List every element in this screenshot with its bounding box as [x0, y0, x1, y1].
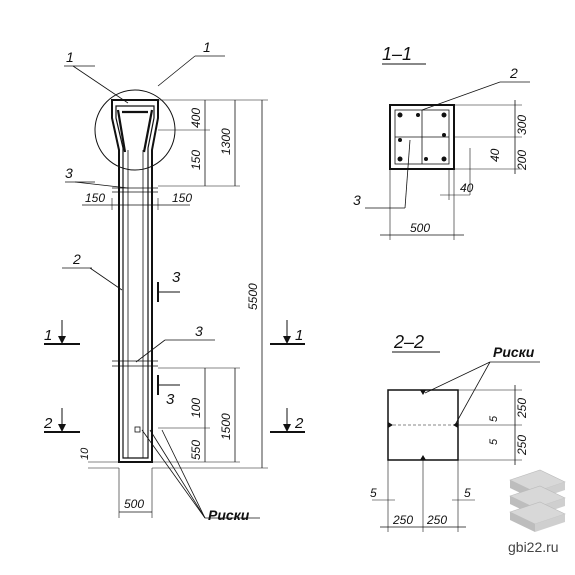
section-1-1 — [365, 63, 530, 240]
dim-150-left-width: 150 — [85, 191, 105, 205]
section-2-2 — [372, 351, 540, 532]
watermark-site: gbi22.ru — [508, 539, 559, 555]
section-3-a: 3 — [172, 269, 181, 286]
section-1-1-callout-2: 2 — [509, 65, 518, 81]
section-2-2-dim-250-top: 250 — [515, 398, 529, 419]
callout-1-right: 1 — [203, 39, 211, 55]
dim-10: 10 — [79, 447, 91, 460]
section-1-right: 1 — [295, 327, 303, 344]
dim-150-right: 150 — [189, 150, 203, 170]
callout-2: 2 — [72, 251, 81, 267]
section-1-left: 1 — [44, 327, 52, 344]
column-elevation — [44, 55, 305, 519]
rebar-inner — [115, 105, 155, 459]
section-1-1-callout-3: 3 — [353, 192, 361, 208]
section-1-1-title: 1–1 — [382, 44, 412, 64]
section-2-2-dim-5-right: 5 — [464, 486, 471, 500]
watermark-logo-icon — [509, 469, 566, 532]
dim-550: 550 — [189, 440, 203, 460]
section-2-left: 2 — [43, 415, 53, 432]
dim-500: 500 — [124, 497, 144, 511]
section-2-2-dim-250-bottom: 250 — [515, 435, 529, 456]
column-outline — [111, 99, 159, 463]
section-1-1-dim-200: 200 — [515, 150, 529, 171]
section-2-right: 2 — [294, 415, 304, 432]
callout-3-top: 3 — [65, 165, 73, 181]
mark-square — [134, 426, 141, 433]
section-2-2-dim-250-right: 250 — [426, 513, 447, 527]
section-2-2-dim-5-a: 5 — [488, 415, 500, 422]
riski-label-section: Риски — [493, 344, 535, 360]
dim-1500: 1500 — [219, 413, 233, 440]
dim-5500: 5500 — [246, 283, 260, 310]
section-1-1-dim-300: 300 — [515, 115, 529, 135]
section-1-1-dim-40-a: 40 — [488, 148, 502, 162]
section-1-1-dim-500: 500 — [410, 221, 430, 235]
section-2-2-dim-5-left: 5 — [370, 486, 377, 500]
section-1-1-dim-40-b: 40 — [460, 181, 474, 195]
dim-150-right-width: 150 — [172, 191, 192, 205]
callout-1-left: 1 — [66, 49, 74, 65]
callout-3-mid: 3 — [195, 323, 203, 339]
riski-label-main: Риски — [208, 507, 250, 523]
section-2-2-dim-5-b: 5 — [488, 438, 500, 445]
section-2-2-dim-250-left: 250 — [392, 513, 413, 527]
dim-1300: 1300 — [219, 128, 233, 155]
section-2-2-title: 2–2 — [393, 332, 424, 352]
dim-100: 100 — [189, 398, 203, 418]
section-3-b: 3 — [166, 391, 175, 408]
head-bars — [116, 109, 154, 153]
dim-400: 400 — [189, 108, 203, 128]
